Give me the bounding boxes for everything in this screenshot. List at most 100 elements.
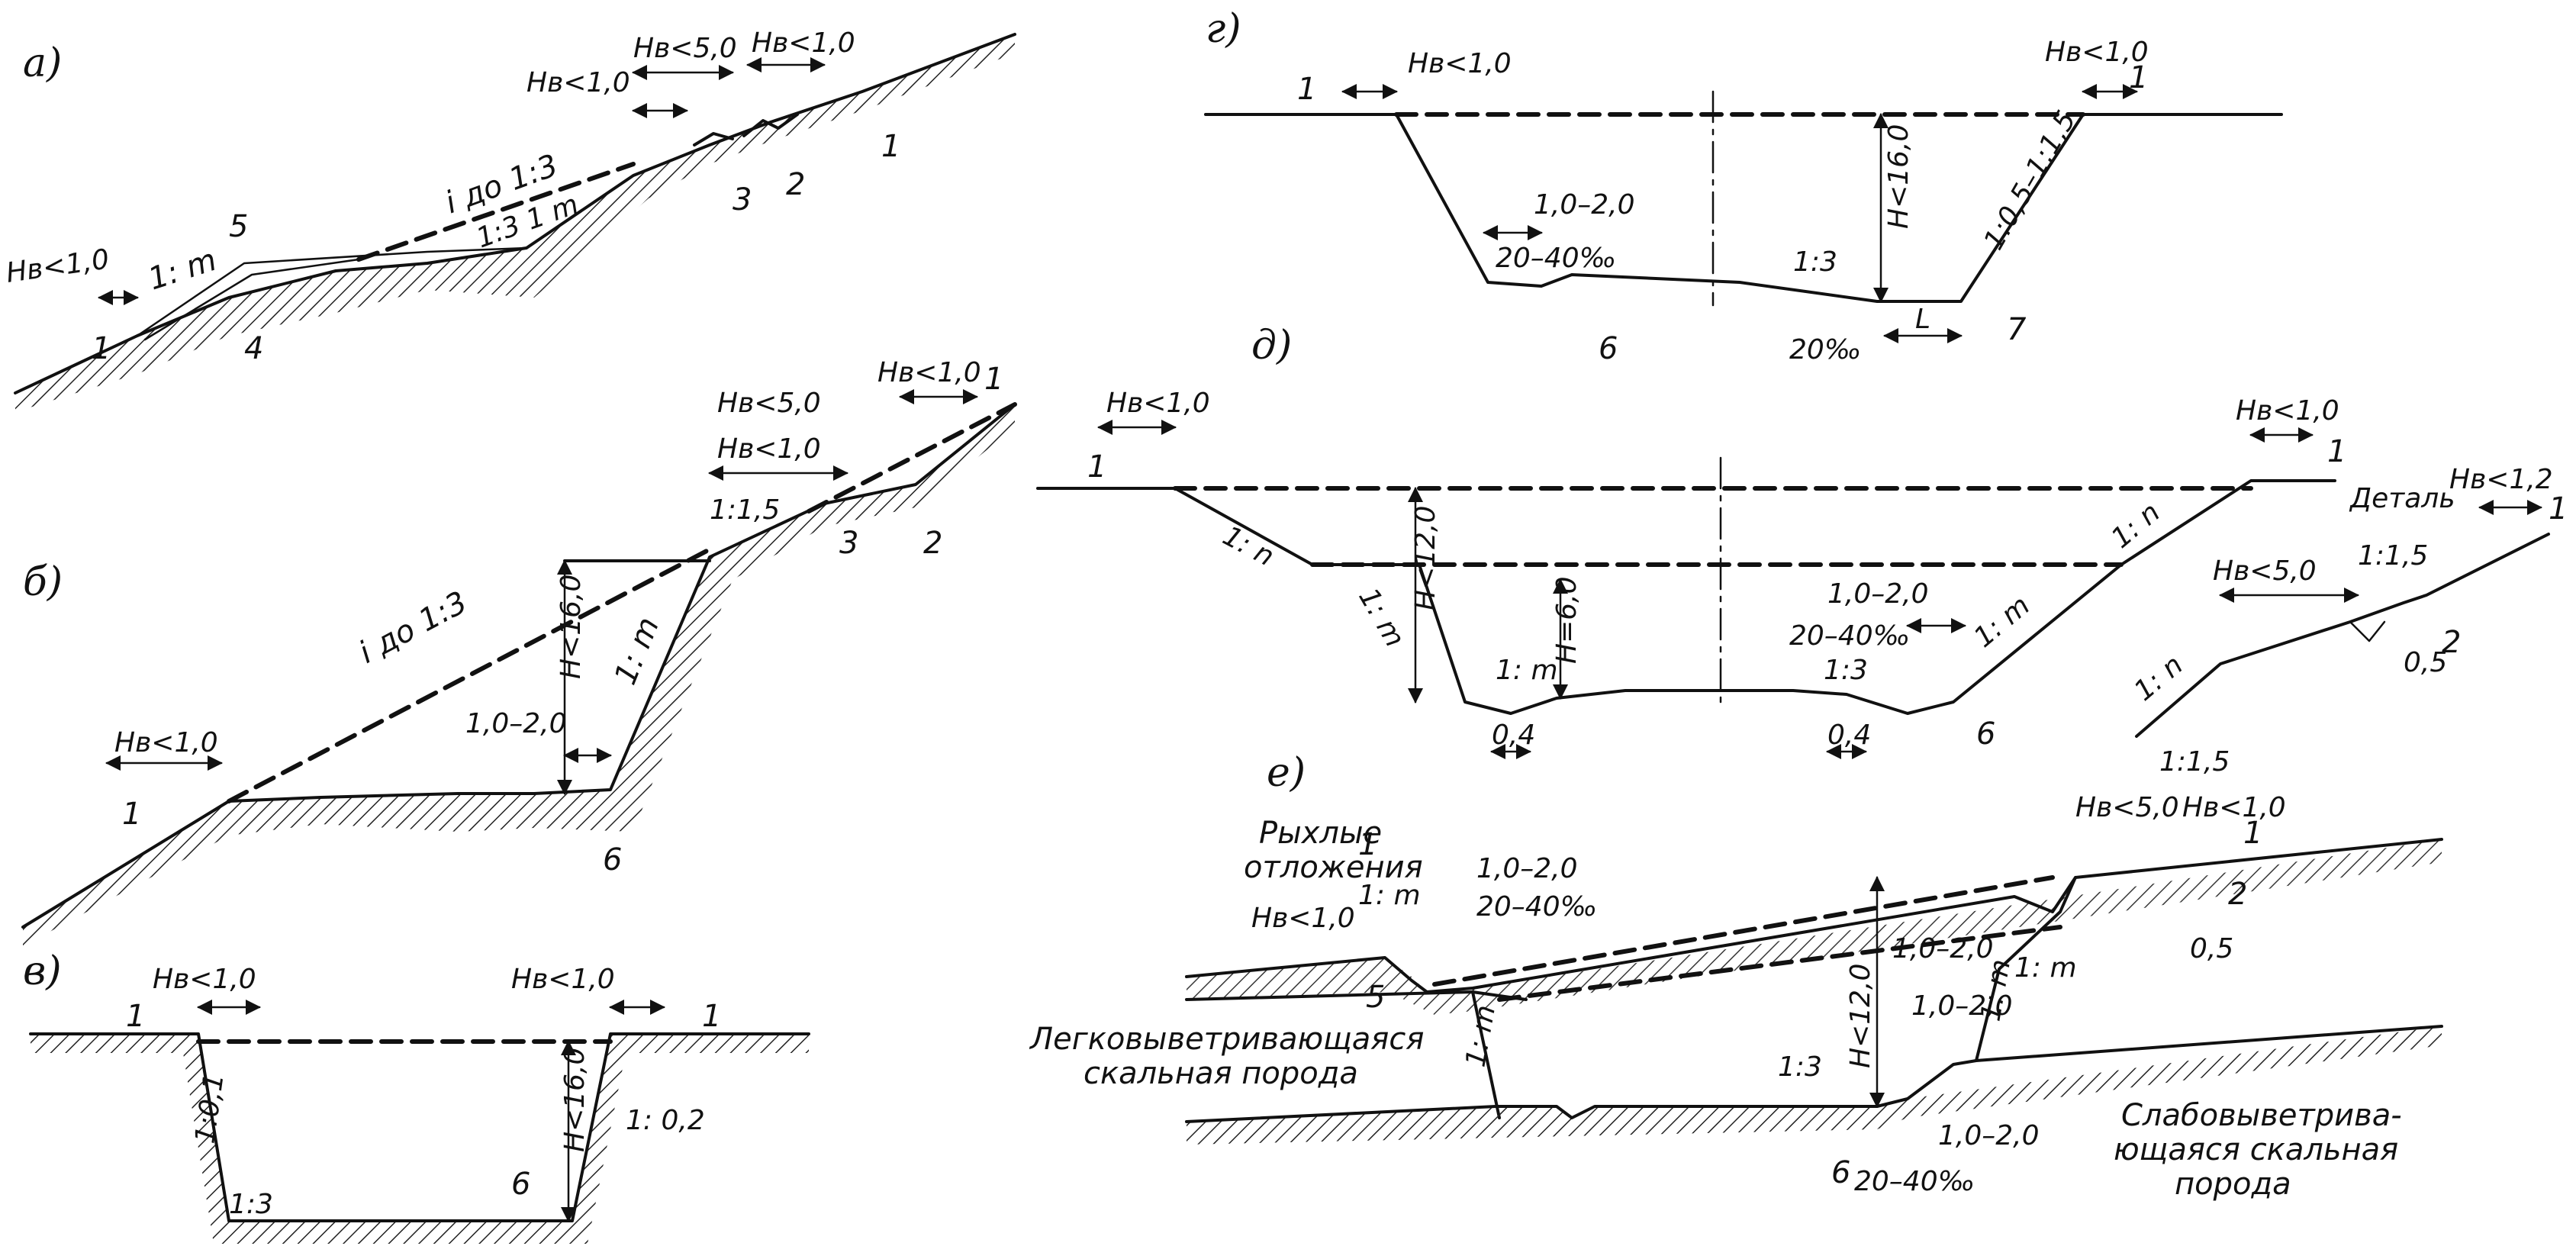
easy-weathering-rock-label: Легковыветривающаяся xyxy=(1029,1022,1424,1057)
svg-text:Нв<5,0: Нв<5,0 xyxy=(2075,792,2179,823)
svg-text:6: 6 xyxy=(603,842,622,877)
svg-text:1: m: 1: m xyxy=(1352,583,1410,652)
svg-text:Нв<1,0: Нв<1,0 xyxy=(153,964,256,995)
bench-line-a xyxy=(136,246,528,337)
svg-text:5: 5 xyxy=(1366,980,1385,1015)
svg-text:1: 1 xyxy=(702,999,721,1034)
ground-line-g xyxy=(1204,113,2283,303)
ground-line-detail xyxy=(2135,533,2550,738)
svg-text:5: 5 xyxy=(229,209,248,244)
svg-text:6: 6 xyxy=(1831,1155,1850,1190)
svg-text:1: 1 xyxy=(122,797,141,832)
svg-text:1,0–2,0: 1,0–2,0 xyxy=(1911,990,2013,1022)
panel-v: в) Нв<1,0 Нв<1,0 Н<16,0 1:0,1 1: 0,2 1:3… xyxy=(23,948,810,1244)
svg-text:Нв<1,0: Нв<1,0 xyxy=(2182,792,2286,823)
ground-line-b xyxy=(21,403,1016,929)
panel-v-label: в) xyxy=(23,948,62,994)
svg-text:0,5: 0,5 xyxy=(2404,647,2447,678)
svg-text:20–40‰: 20–40‰ xyxy=(1496,243,1616,274)
svg-text:1:1,5: 1:1,5 xyxy=(710,494,780,526)
svg-text:1,0–2,0: 1,0–2,0 xyxy=(1892,933,1994,964)
svg-text:20–40‰: 20–40‰ xyxy=(1854,1166,1975,1197)
svg-text:20‰: 20‰ xyxy=(1789,334,1861,365)
surface-line-e xyxy=(1185,838,2443,993)
svg-text:1: 1 xyxy=(1087,449,1106,485)
dim-he-b1: Нв<1,0 xyxy=(114,727,218,758)
svg-text:Нв<1,0: Нв<1,0 xyxy=(2045,37,2149,68)
svg-text:1: m: 1: m xyxy=(1460,1003,1502,1069)
terrain-hatch-a xyxy=(15,34,1015,412)
svg-text:1: n: 1: n xyxy=(1218,520,1279,573)
svg-text:1: 1 xyxy=(1358,827,1377,862)
svg-text:0,4: 0,4 xyxy=(1827,720,1871,751)
svg-text:0,5: 0,5 xyxy=(2190,933,2233,964)
svg-text:1:0,5–1:1,5: 1:0,5–1:1,5 xyxy=(1978,106,2082,256)
svg-text:Нв<1,0: Нв<1,0 xyxy=(2236,395,2339,427)
svg-text:Нв<1,0: Нв<1,0 xyxy=(1251,903,1355,934)
svg-text:Н<12,0: Н<12,0 xyxy=(1410,506,1441,610)
slope-label-b1: i до 1:3 xyxy=(353,584,473,670)
svg-text:1: 1 xyxy=(1297,72,1316,107)
cut-line-e xyxy=(1185,876,2077,1123)
svg-text:L: L xyxy=(1915,304,1930,335)
svg-text:1,0–2,0: 1,0–2,0 xyxy=(1534,189,1635,221)
dim-he-a4: Нв<1,0 xyxy=(752,27,855,59)
svg-text:1: 1 xyxy=(2549,491,2568,526)
svg-text:1: 1 xyxy=(881,129,900,164)
svg-text:2: 2 xyxy=(2442,625,2461,660)
dim-h16-b: Н<16,0 xyxy=(555,575,587,679)
svg-text:1,0–2,0: 1,0–2,0 xyxy=(1938,1120,2040,1151)
svg-text:ющаяся скальная: ющаяся скальная xyxy=(2114,1132,2398,1167)
svg-text:Нв<1,0: Нв<1,0 xyxy=(1106,388,1210,419)
svg-text:1:3: 1:3 xyxy=(1778,1051,1822,1083)
panel-b-label: б) xyxy=(23,559,63,605)
svg-text:0,4: 0,4 xyxy=(1492,720,1535,751)
svg-text:Н<16,0: Н<16,0 xyxy=(1883,124,1914,229)
svg-text:Нв<1,2: Нв<1,2 xyxy=(2449,464,2553,495)
svg-text:Нв<1,0: Нв<1,0 xyxy=(1408,48,1512,79)
ground-line-v xyxy=(29,1032,810,1222)
dim-he-a2: Нв<1,0 xyxy=(526,67,630,98)
svg-text:20–40‰: 20–40‰ xyxy=(1789,620,1910,652)
svg-text:3: 3 xyxy=(733,182,752,217)
panel-e: е) Н<12,0 Рыхлые отложения Нв<1,0 1: m 1… xyxy=(1029,746,2443,1202)
slope-dashed-b xyxy=(227,547,712,803)
svg-text:1: m: 1: m xyxy=(1358,880,1421,911)
panel-d-label: д) xyxy=(1251,323,1292,369)
svg-text:1: 1 xyxy=(2327,434,2346,469)
detail-label: Деталь xyxy=(2349,483,2455,514)
svg-text:1: 0,2: 1: 0,2 xyxy=(626,1105,705,1136)
panel-a-label: а) xyxy=(23,40,62,86)
svg-text:1: 1 xyxy=(2243,816,2262,851)
svg-text:2: 2 xyxy=(2228,877,2247,912)
svg-text:1: 1 xyxy=(92,331,111,366)
svg-text:скальная порода: скальная порода xyxy=(1084,1056,1358,1091)
svg-text:7: 7 xyxy=(2007,312,2027,347)
svg-text:Н<16,0: Н<16,0 xyxy=(559,1048,591,1152)
slope-label-a1: 1: m xyxy=(144,243,221,298)
svg-text:1:3: 1:3 xyxy=(229,1189,273,1220)
rock-hatch-e xyxy=(1187,1026,2442,1145)
svg-text:2: 2 xyxy=(923,526,942,561)
loose-deposits-label: Рыхлые xyxy=(1259,816,1382,851)
svg-text:1,0–2,0: 1,0–2,0 xyxy=(1827,578,1929,610)
svg-text:1: 1 xyxy=(126,999,145,1034)
svg-text:Нв<1,0: Нв<1,0 xyxy=(717,433,821,465)
svg-text:Нв<1,0: Нв<1,0 xyxy=(877,357,981,388)
svg-text:Нв<5,0: Нв<5,0 xyxy=(2213,555,2317,587)
svg-text:Н<12,0: Н<12,0 xyxy=(1845,964,1876,1068)
svg-text:отложения: отложения xyxy=(1244,850,1423,885)
svg-text:Нв<1,0: Нв<1,0 xyxy=(511,964,615,995)
hard-weathering-rock-label: Слабовыветрива- xyxy=(2121,1098,2402,1133)
svg-text:6: 6 xyxy=(511,1167,530,1202)
svg-text:1: 1 xyxy=(984,362,1003,397)
svg-text:Н=6,0: Н=6,0 xyxy=(1551,577,1583,665)
svg-text:1: 1 xyxy=(2129,60,2148,95)
panel-g: г) Нв<1,0 Нв<1,0 Н<16,0 1:0,5–1:1,5 1,0–… xyxy=(1204,6,2283,366)
svg-text:1:3: 1:3 xyxy=(1793,246,1837,278)
dim-he-a1: Нв<1,0 xyxy=(5,243,111,288)
svg-text:1: m: 1: m xyxy=(1496,655,1558,686)
svg-text:1:1,5: 1:1,5 xyxy=(2159,746,2230,778)
